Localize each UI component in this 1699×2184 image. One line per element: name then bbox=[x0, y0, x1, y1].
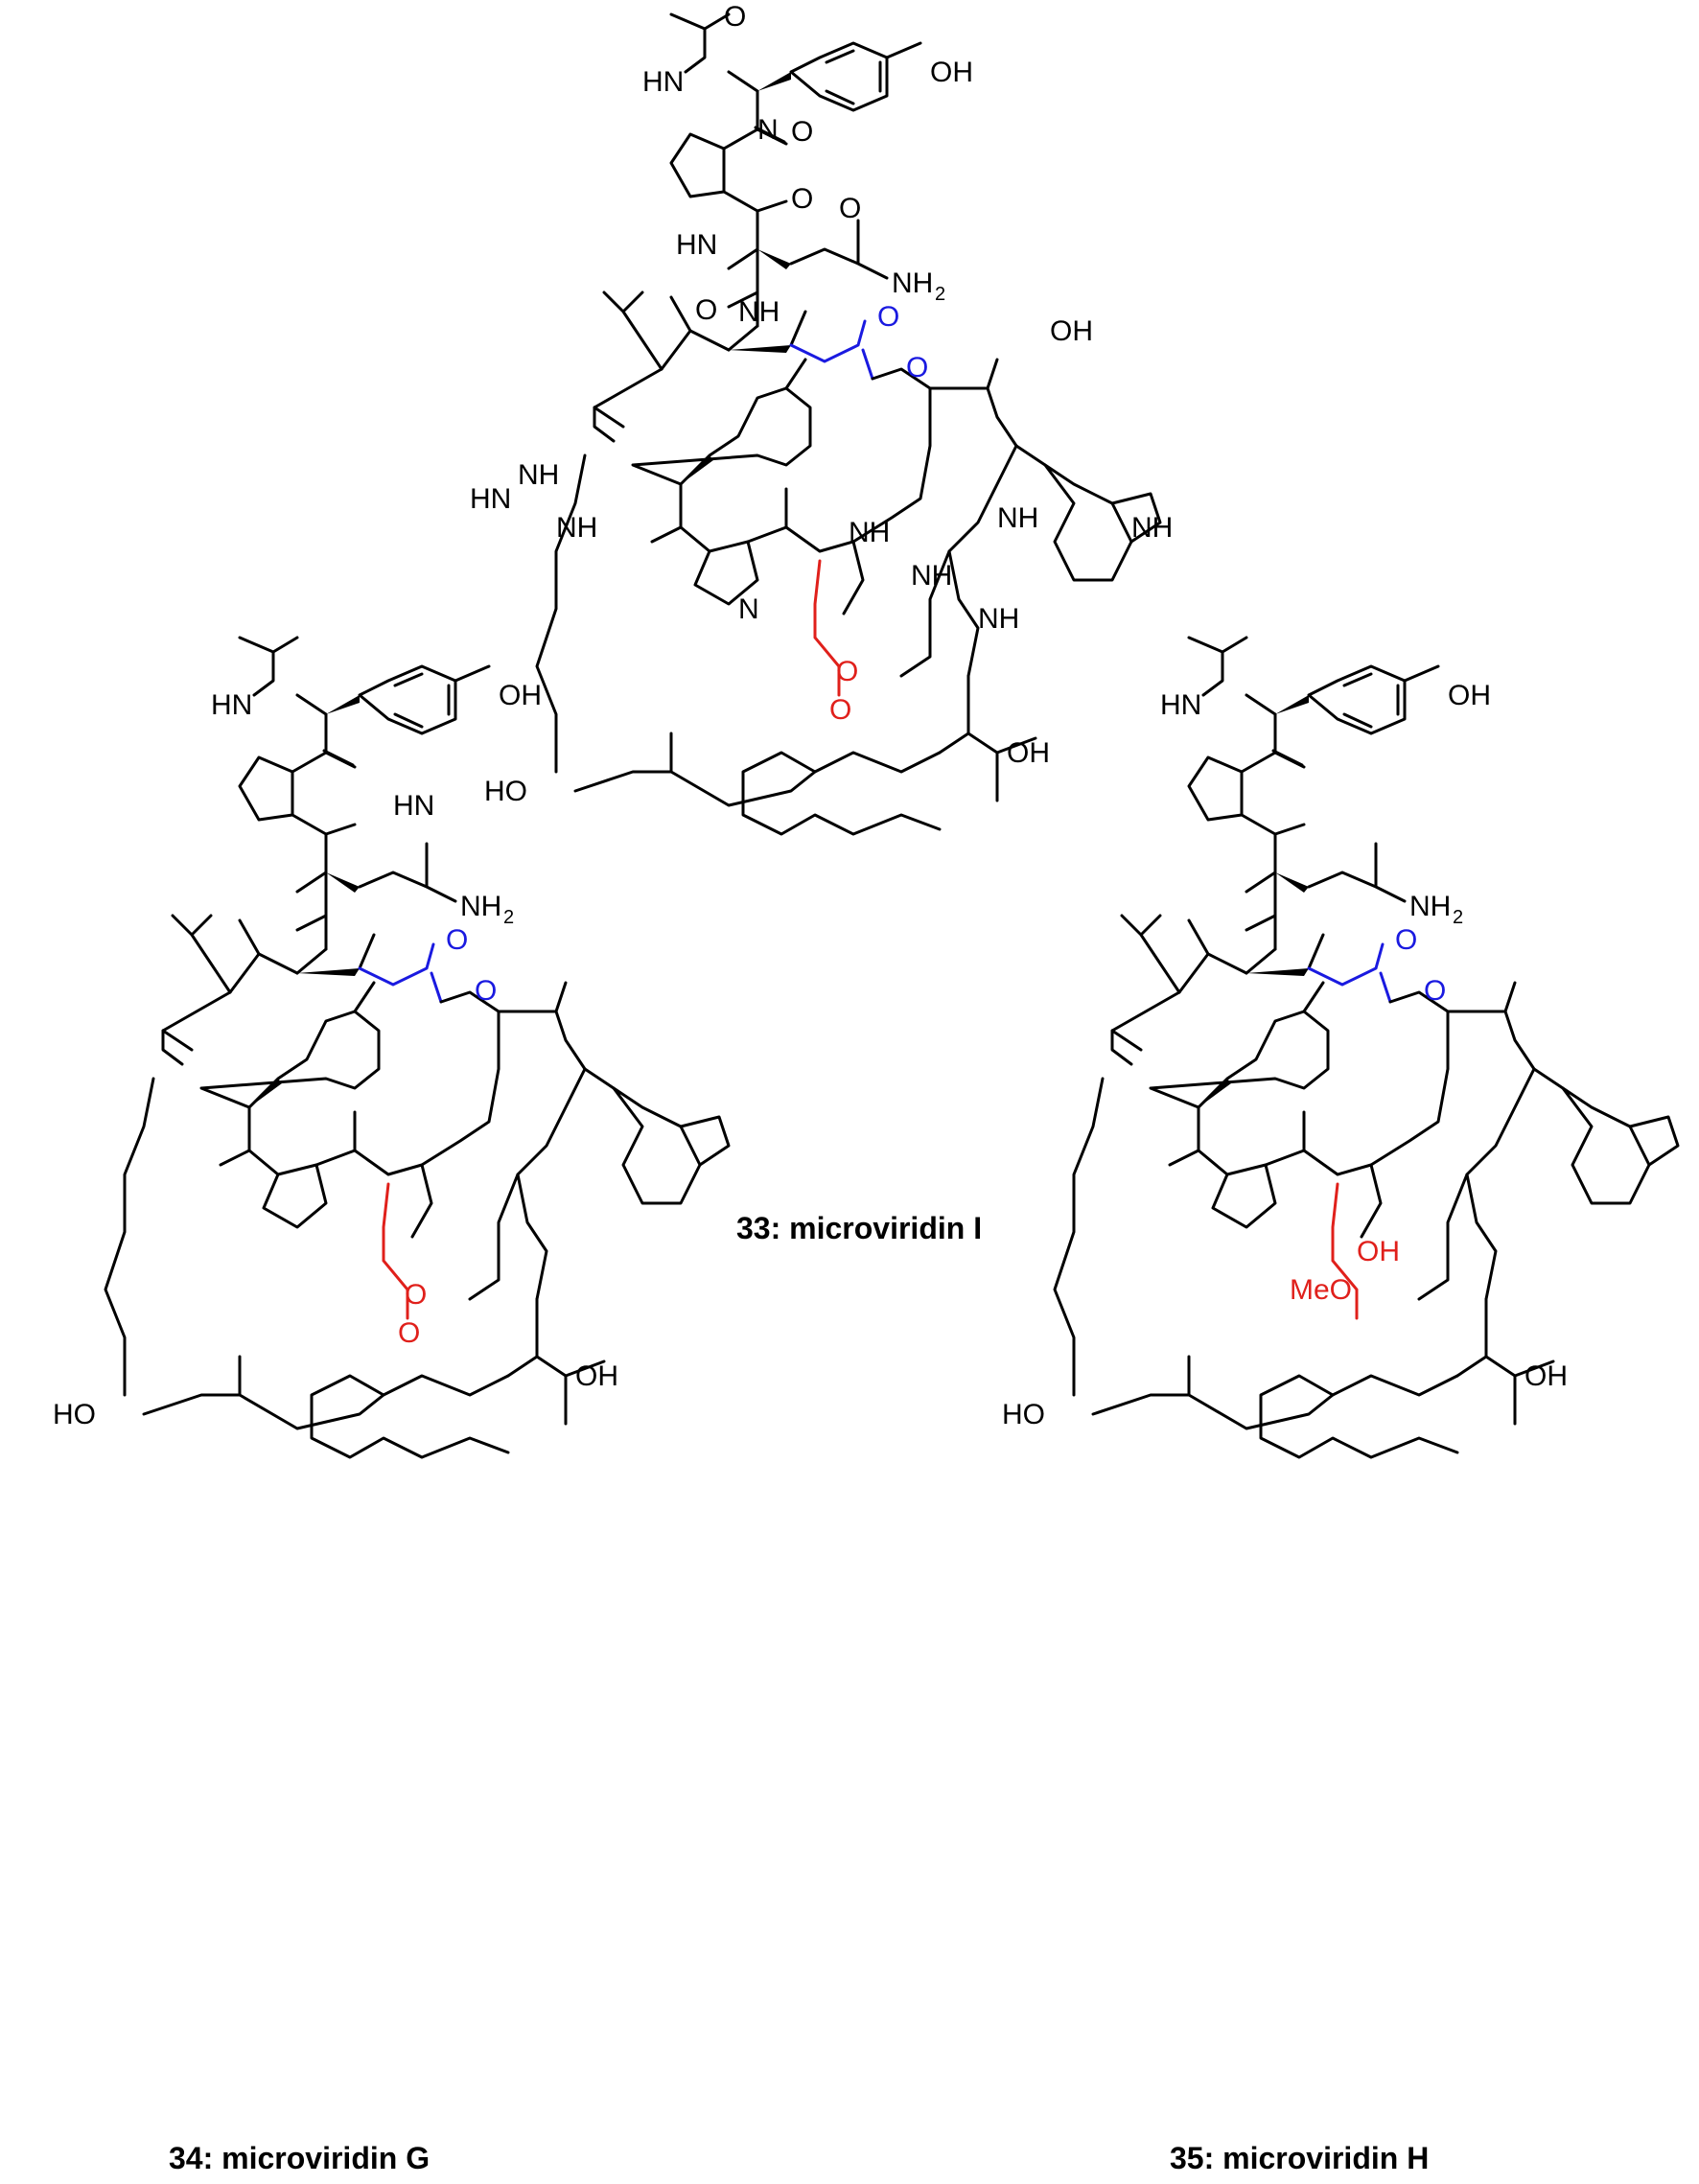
structure-microviridin-h: HN OH NH 2 O O MeO OH OH HO bbox=[1002, 636, 1680, 1459]
caption-compound-33: 33: microviridin I bbox=[736, 1211, 982, 1245]
atom-label: O bbox=[906, 352, 928, 383]
atom-label: MeO bbox=[1290, 1274, 1352, 1306]
caption-compound-35: 35: microviridin H bbox=[1170, 2141, 1429, 2175]
caption-compound-34: 34: microviridin G bbox=[169, 2141, 430, 2175]
atom-label: O bbox=[405, 1279, 427, 1311]
atom-label: NH bbox=[556, 512, 597, 544]
atom-label: NH bbox=[997, 502, 1038, 534]
atom-label: OH bbox=[930, 57, 973, 88]
atom-label: 2 bbox=[1453, 907, 1463, 928]
atom-label: HN bbox=[676, 229, 717, 261]
atom-label: OH bbox=[1448, 680, 1491, 711]
atom-label: HN bbox=[393, 790, 434, 822]
atom-label: 2 bbox=[503, 907, 514, 928]
atom-label: HN bbox=[642, 66, 684, 98]
atom-label: NH bbox=[911, 560, 952, 592]
atom-label: O bbox=[1424, 975, 1446, 1007]
atom-label: HN bbox=[211, 689, 252, 721]
atom-label: NH bbox=[738, 296, 780, 328]
atom-label: O bbox=[724, 1, 746, 33]
atom-label: NH bbox=[849, 517, 890, 548]
atom-label: HO bbox=[53, 1399, 96, 1430]
atom-label: O bbox=[1395, 924, 1417, 956]
atom-label: NH bbox=[892, 267, 933, 299]
atom-label: O bbox=[398, 1317, 420, 1349]
atom-label: N bbox=[738, 593, 759, 625]
atom-label: NH bbox=[1131, 512, 1173, 544]
structure-microviridin-i: O HN OH N O O O HN NH 2 O NH O O NH OH H… bbox=[393, 1, 1173, 836]
atom-label: N bbox=[757, 114, 779, 146]
atom-label: NH bbox=[1409, 891, 1451, 922]
atom-label: O bbox=[836, 656, 858, 687]
atom-label: NH bbox=[978, 603, 1019, 635]
atom-label: O bbox=[791, 116, 813, 148]
atom-label: O bbox=[475, 975, 497, 1007]
atom-label: O bbox=[829, 694, 851, 726]
atom-label: HN bbox=[1160, 689, 1201, 721]
atom-label: NH bbox=[460, 891, 501, 922]
atom-label: OH bbox=[499, 680, 542, 711]
atom-label: HO bbox=[1002, 1399, 1045, 1430]
atom-label: O bbox=[877, 301, 899, 333]
atom-label: O bbox=[446, 924, 468, 956]
atom-label: O bbox=[695, 294, 717, 326]
atom-label: OH bbox=[1007, 737, 1050, 769]
atom-label: OH bbox=[575, 1360, 618, 1392]
structure-microviridin-g: HN OH NH 2 O O O O OH HO bbox=[53, 636, 731, 1459]
atom-label: OH bbox=[1050, 315, 1093, 347]
atom-label: OH bbox=[1524, 1360, 1568, 1392]
atom-label: 2 bbox=[935, 284, 945, 305]
atom-label: O bbox=[791, 183, 813, 215]
atom-label: OH bbox=[1357, 1236, 1400, 1267]
atom-label: HN bbox=[470, 483, 511, 515]
atom-label: NH bbox=[518, 459, 559, 491]
atom-label: O bbox=[839, 193, 861, 224]
atom-label: HO bbox=[484, 776, 527, 807]
